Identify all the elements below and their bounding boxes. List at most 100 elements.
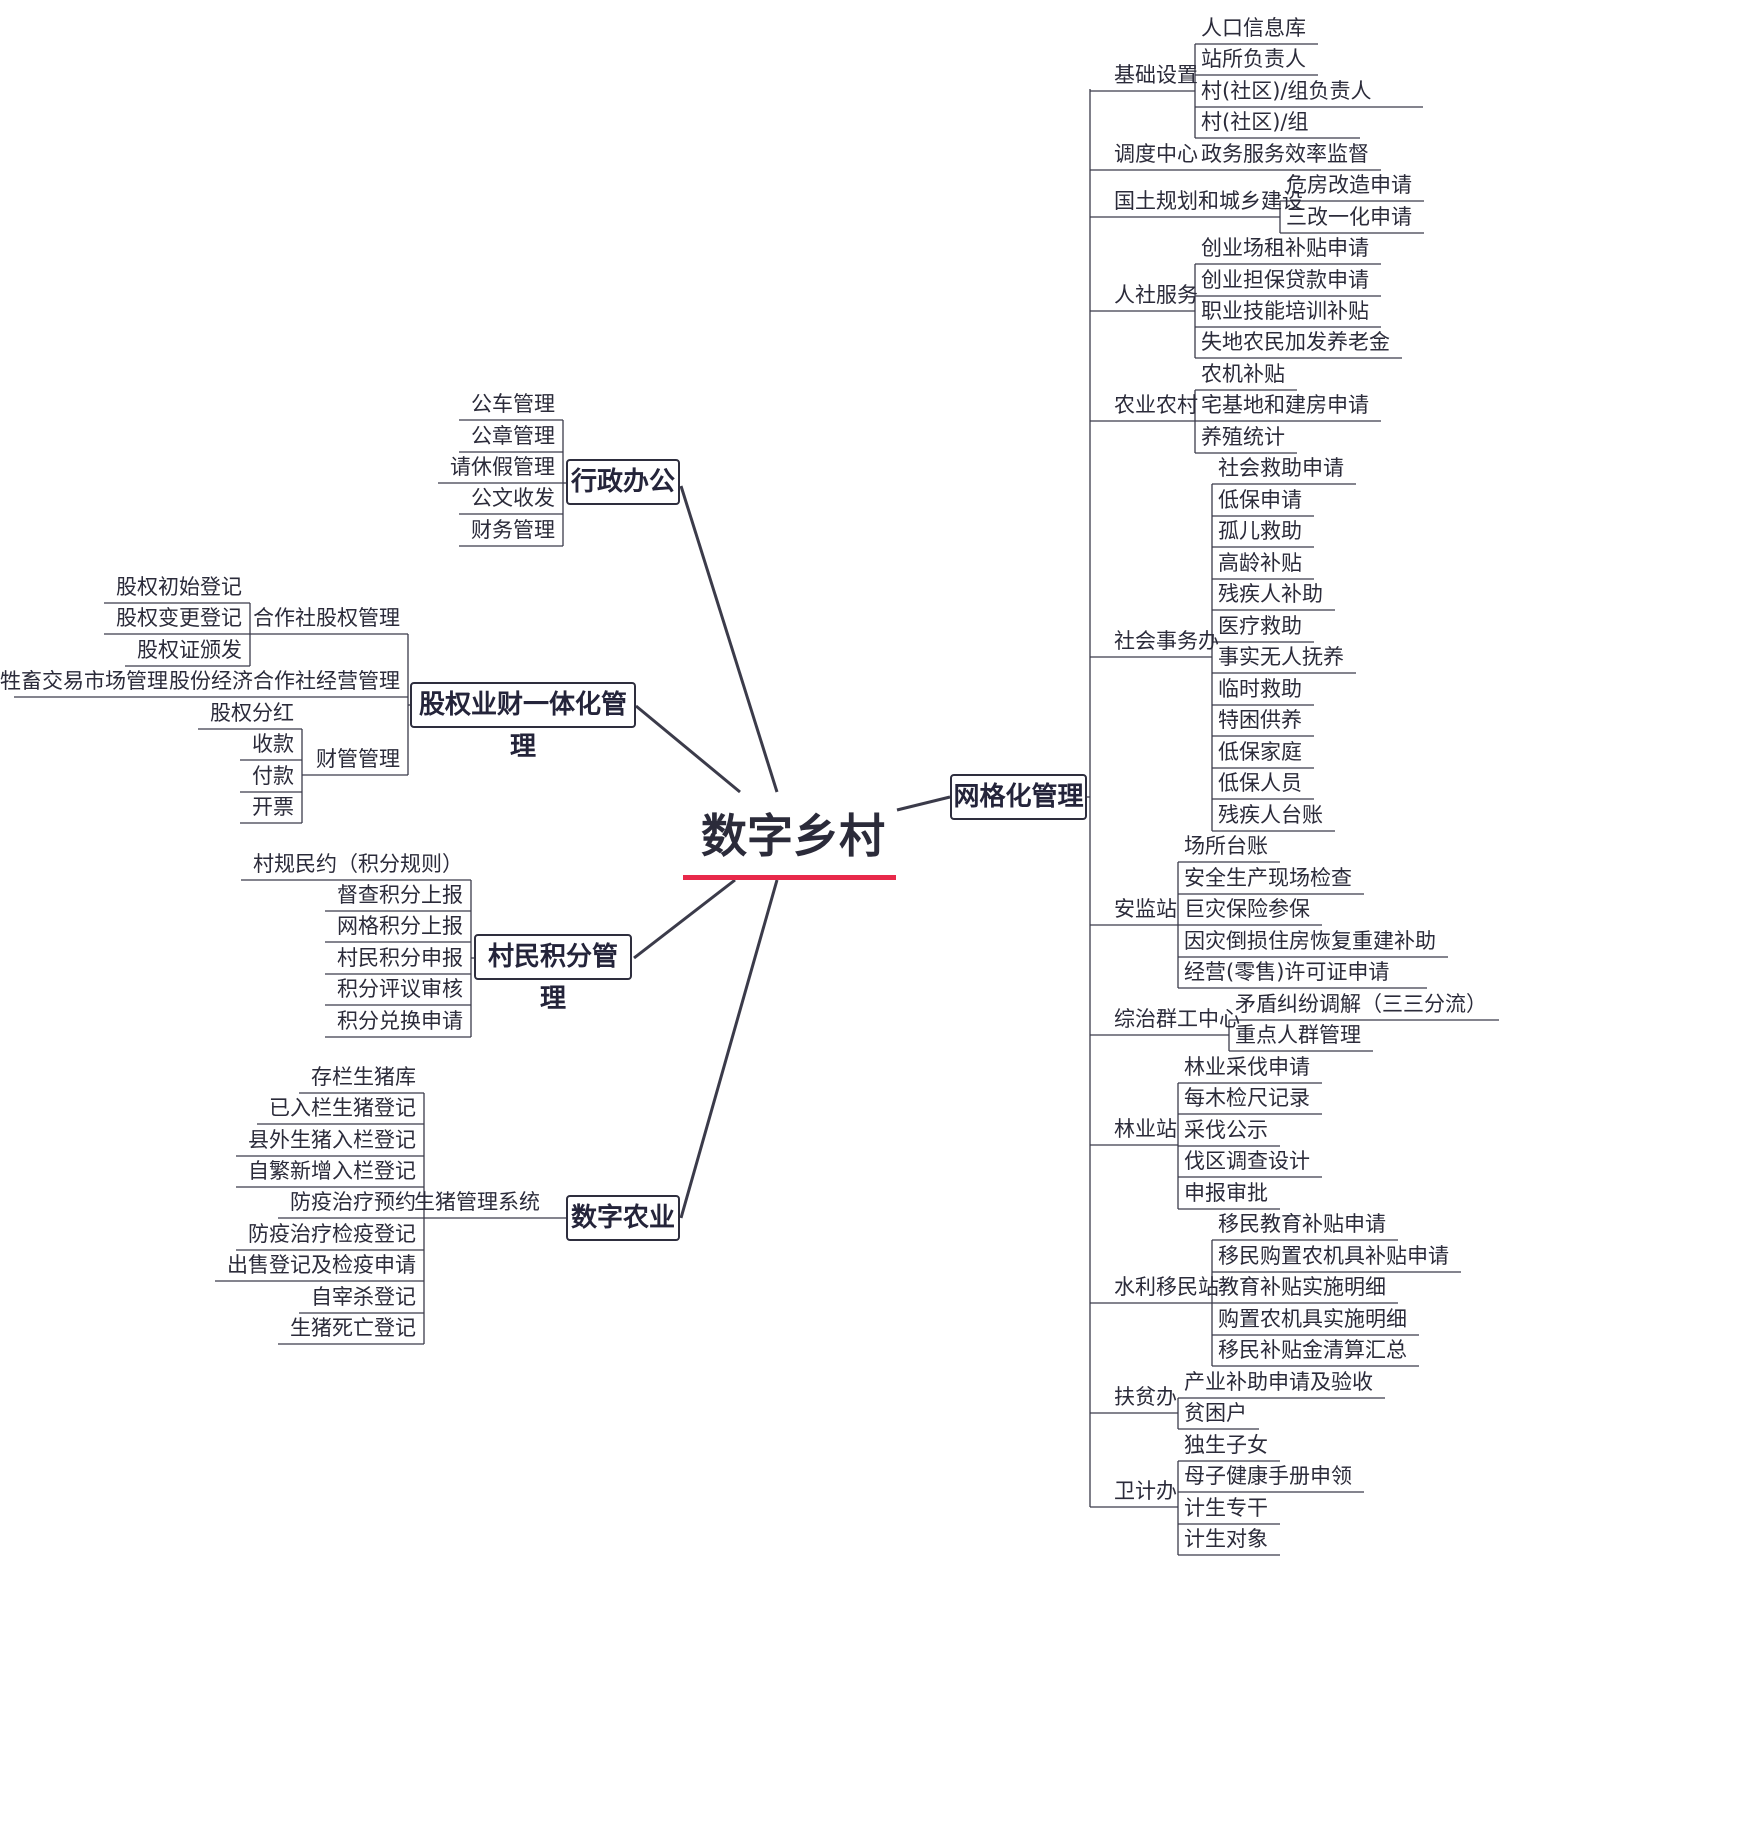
- grid-item[interactable]: 危房改造申请: [1286, 173, 1412, 197]
- grid-item[interactable]: 经营(零售)许可证申请: [1184, 960, 1390, 984]
- grid-item[interactable]: 养殖统计: [1201, 425, 1285, 449]
- admin-item[interactable]: 请休假管理: [450, 455, 555, 479]
- grid-item[interactable]: 采伐公示: [1184, 1118, 1268, 1142]
- hub-admin[interactable]: 行政办公: [566, 459, 680, 505]
- agri-item[interactable]: 自繁新增入栏登记: [248, 1159, 416, 1183]
- grid-item[interactable]: 特困供养: [1218, 708, 1302, 732]
- grid-item[interactable]: 低保申请: [1218, 488, 1302, 512]
- grid-group-label[interactable]: 农业农村: [1114, 393, 1198, 417]
- grid-item[interactable]: 创业场租补贴申请: [1201, 236, 1369, 260]
- agri-item[interactable]: 出售登记及检疫申请: [227, 1253, 416, 1277]
- agri-item[interactable]: 县外生猪入栏登记: [248, 1128, 416, 1152]
- grid-item[interactable]: 林业采伐申请: [1184, 1055, 1310, 1079]
- agri-item[interactable]: 存栏生猪库: [311, 1065, 416, 1089]
- grid-item[interactable]: 医疗救助: [1218, 614, 1302, 638]
- grid-group-label[interactable]: 国土规划和城乡建设: [1114, 189, 1303, 213]
- grid-item[interactable]: 巨灾保险参保: [1184, 897, 1310, 921]
- points-item[interactable]: 村规民约（积分规则）: [253, 852, 463, 876]
- grid-item[interactable]: 宅基地和建房申请: [1201, 393, 1369, 417]
- grid-item[interactable]: 社会救助申请: [1218, 456, 1344, 480]
- root-topic[interactable]: 数字乡村: [701, 809, 885, 863]
- grid-item[interactable]: 产业补助申请及验收: [1184, 1370, 1373, 1394]
- grid-item[interactable]: 母子健康手册申领: [1184, 1464, 1352, 1488]
- points-item[interactable]: 村民积分申报: [337, 946, 463, 970]
- points-item[interactable]: 网格积分上报: [337, 914, 463, 938]
- agri-item[interactable]: 已入栏生猪登记: [269, 1096, 416, 1120]
- agri-system-label[interactable]: 生猪管理系统: [414, 1190, 540, 1214]
- points-item[interactable]: 督查积分上报: [337, 883, 463, 907]
- grid-item[interactable]: 矛盾纠纷调解（三三分流）: [1235, 992, 1487, 1016]
- grid-item[interactable]: 伐区调查设计: [1184, 1149, 1310, 1173]
- grid-group-label[interactable]: 综治群工中心: [1114, 1007, 1240, 1031]
- equity-finance-item[interactable]: 股权分红: [210, 701, 294, 725]
- admin-item[interactable]: 公章管理: [471, 424, 555, 448]
- grid-item[interactable]: 站所负责人: [1201, 47, 1306, 71]
- grid-item[interactable]: 高龄补贴: [1218, 551, 1302, 575]
- grid-item[interactable]: 安全生产现场检查: [1184, 866, 1352, 890]
- grid-item[interactable]: 孤儿救助: [1218, 519, 1302, 543]
- grid-item[interactable]: 职业技能培训补贴: [1201, 299, 1369, 323]
- branch-admin: [679, 485, 779, 793]
- grid-item[interactable]: 计生对象: [1184, 1527, 1268, 1551]
- equity-econ-label[interactable]: 股份经济合作社经营管理: [169, 669, 400, 693]
- equity-coop-label[interactable]: 合作社股权管理: [253, 606, 400, 630]
- grid-group-label[interactable]: 调度中心: [1114, 142, 1198, 166]
- equity-coop-item[interactable]: 股权初始登记: [116, 575, 242, 599]
- grid-item[interactable]: 购置农机具实施明细: [1218, 1307, 1407, 1331]
- grid-item[interactable]: 低保人员: [1218, 771, 1302, 795]
- grid-item[interactable]: 场所台账: [1184, 834, 1268, 858]
- grid-item[interactable]: 贫困户: [1184, 1401, 1247, 1425]
- grid-item[interactable]: 人口信息库: [1201, 16, 1306, 40]
- equity-finance-item[interactable]: 开票: [252, 795, 294, 819]
- grid-group-label[interactable]: 水利移民站: [1114, 1275, 1219, 1299]
- points-item[interactable]: 积分评议审核: [337, 977, 463, 1001]
- agri-item[interactable]: 生猪死亡登记: [290, 1316, 416, 1340]
- grid-item[interactable]: 因灾倒损住房恢复重建补助: [1184, 929, 1436, 953]
- grid-item[interactable]: 事实无人抚养: [1218, 645, 1344, 669]
- admin-item[interactable]: 公车管理: [471, 392, 555, 416]
- equity-econ-item[interactable]: 牲畜交易市场管理: [0, 669, 168, 693]
- admin-item[interactable]: 公文收发: [471, 486, 555, 510]
- hub-points[interactable]: 村民积分管理: [474, 934, 632, 1014]
- equity-coop-item[interactable]: 股权证颁发: [137, 638, 242, 662]
- grid-group-label[interactable]: 人社服务: [1114, 283, 1198, 307]
- hub-agri[interactable]: 数字农业: [566, 1195, 680, 1241]
- grid-group-label[interactable]: 林业站: [1114, 1117, 1177, 1141]
- equity-coop-item[interactable]: 股权变更登记: [116, 606, 242, 630]
- grid-item[interactable]: 政务服务效率监督: [1201, 142, 1369, 166]
- agri-item[interactable]: 防疫治疗预约: [290, 1190, 416, 1214]
- grid-item[interactable]: 计生专干: [1184, 1496, 1268, 1520]
- agri-item[interactable]: 防疫治疗检疫登记: [248, 1222, 416, 1246]
- grid-group-label[interactable]: 卫计办: [1114, 1479, 1177, 1503]
- grid-item[interactable]: 残疾人补助: [1218, 582, 1323, 606]
- grid-item[interactable]: 申报审批: [1184, 1181, 1268, 1205]
- grid-item[interactable]: 临时救助: [1218, 677, 1302, 701]
- grid-item[interactable]: 移民教育补贴申请: [1218, 1212, 1386, 1236]
- agri-item[interactable]: 自宰杀登记: [311, 1285, 416, 1309]
- grid-item[interactable]: 独生子女: [1184, 1433, 1268, 1457]
- grid-item[interactable]: 残疾人台账: [1218, 803, 1323, 827]
- equity-finance-label[interactable]: 财管管理: [316, 747, 400, 771]
- grid-item[interactable]: 农机补贴: [1201, 362, 1285, 386]
- grid-item[interactable]: 三改一化申请: [1286, 205, 1412, 229]
- equity-finance-item[interactable]: 收款: [252, 732, 294, 756]
- grid-item[interactable]: 重点人群管理: [1235, 1023, 1361, 1047]
- admin-item[interactable]: 财务管理: [471, 518, 555, 542]
- hub-equity[interactable]: 股权业财一体化管理: [410, 682, 636, 762]
- points-item[interactable]: 积分兑换申请: [337, 1009, 463, 1033]
- grid-group-label[interactable]: 社会事务办: [1114, 629, 1219, 653]
- grid-item[interactable]: 移民购置农机具补贴申请: [1218, 1244, 1449, 1268]
- grid-item[interactable]: 失地农民加发养老金: [1201, 330, 1390, 354]
- grid-item[interactable]: 创业担保贷款申请: [1201, 268, 1369, 292]
- grid-item[interactable]: 教育补贴实施明细: [1218, 1275, 1386, 1299]
- grid-item[interactable]: 村(社区)/组负责人: [1201, 79, 1372, 103]
- grid-item[interactable]: 移民补贴金清算汇总: [1218, 1338, 1407, 1362]
- grid-group-label[interactable]: 安监站: [1114, 897, 1177, 921]
- grid-group-label[interactable]: 扶贫办: [1114, 1385, 1177, 1409]
- grid-item[interactable]: 低保家庭: [1218, 740, 1302, 764]
- grid-item[interactable]: 村(社区)/组: [1201, 110, 1309, 134]
- grid-item[interactable]: 每木检尺记录: [1184, 1086, 1310, 1110]
- grid-group-label[interactable]: 基础设置: [1114, 63, 1198, 87]
- equity-finance-item[interactable]: 付款: [252, 764, 294, 788]
- hub-grid[interactable]: 网格化管理: [950, 774, 1087, 820]
